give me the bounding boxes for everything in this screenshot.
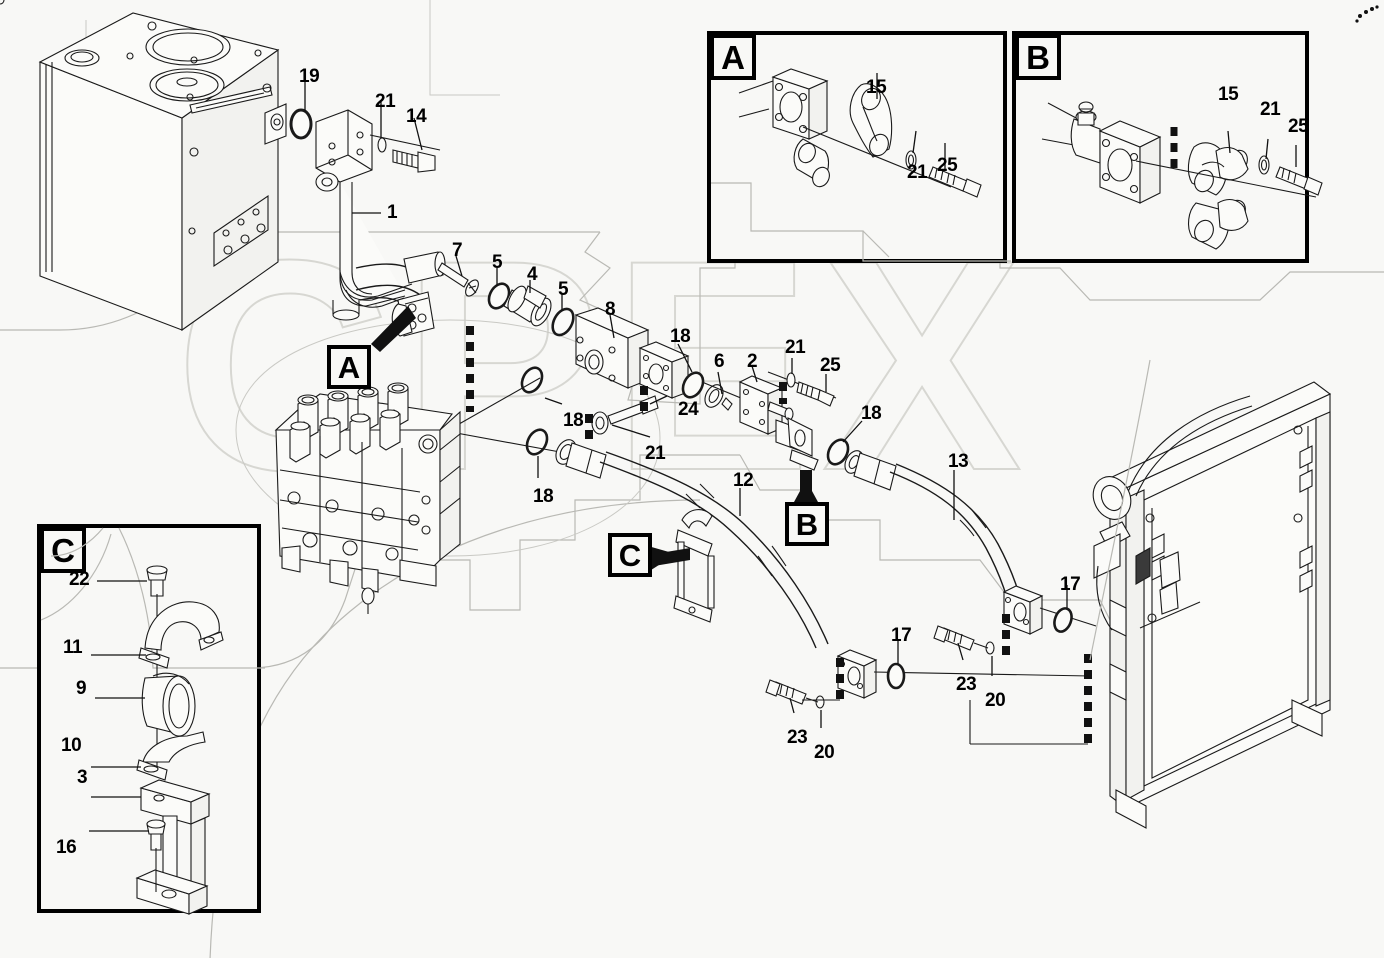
callout-9-in-c: 9 [76, 678, 87, 699]
hose-end-flange-upper [1002, 585, 1097, 635]
callout-21-in-a: 21 [907, 162, 928, 183]
part-4-sleeve [503, 280, 552, 327]
part-1-suction-tube [315, 109, 413, 321]
part-5-oring-a [487, 268, 511, 310]
detail-box-a-label: A [710, 34, 756, 80]
reference-tag-a: A [327, 345, 371, 389]
callout-23-a: 23 [956, 674, 977, 695]
part-19-oring [289, 77, 313, 140]
part-6-stud [701, 371, 771, 411]
callout-15-in-b: 15 [1218, 84, 1239, 105]
ref-B-leader [794, 470, 818, 502]
detail-box-b-label: B [1015, 34, 1061, 80]
part-23-20-lower [765, 679, 825, 728]
part-21-25-main [767, 358, 837, 407]
callout-25-in-a: 25 [937, 155, 958, 176]
callout-7: 7 [452, 240, 463, 261]
alignment-dash-bars [466, 326, 1092, 745]
callout-14: 14 [406, 106, 427, 127]
part-8-flange [574, 307, 650, 389]
callout-5-a: 5 [492, 252, 503, 273]
callout-18-c: 18 [563, 410, 584, 431]
callout-21-tank: 21 [375, 91, 396, 112]
part-18-oring-b [826, 420, 863, 466]
clamp-assembly-C-inline [673, 509, 715, 623]
hydraulic-tank [38, 12, 287, 332]
part-7-stud [437, 255, 479, 297]
callout-21-in-b: 21 [1260, 99, 1281, 120]
detail-box-c-label: C [40, 527, 86, 573]
callout-17-a: 17 [1060, 574, 1081, 595]
callout-21-c: 21 [645, 443, 666, 464]
callout-18-b: 18 [861, 403, 882, 424]
ref-C-leader [648, 546, 690, 572]
callout-3-in-c: 3 [77, 767, 88, 788]
callout-11-in-c: 11 [63, 637, 83, 658]
part-18-oring-a [677, 343, 705, 399]
reference-tag-b-label: B [795, 506, 819, 542]
part-12-hose-lower [555, 439, 829, 649]
part-21-washer-14-bolt [369, 100, 441, 173]
reference-tag-c: C [608, 533, 652, 577]
callout-6: 6 [714, 351, 725, 372]
callout-8: 8 [605, 299, 616, 320]
callout-17-b: 17 [891, 625, 912, 646]
ref-A-leader [371, 306, 416, 352]
callout-18-a: 18 [670, 326, 691, 347]
part-23-20-upper [933, 625, 995, 676]
callout-13: 13 [948, 451, 969, 472]
callout-20-b: 20 [814, 742, 835, 763]
callout-25-in-b: 25 [1288, 116, 1309, 137]
detail-box-c: C [37, 524, 265, 915]
callout-21-b: 21 [785, 337, 806, 358]
callout-23-b: 23 [787, 727, 808, 748]
reference-tag-b: B [785, 502, 829, 546]
callout-19: 19 [299, 66, 320, 87]
callout-20-a: 20 [985, 690, 1006, 711]
callout-12: 12 [733, 470, 754, 491]
part-5-oring-b [551, 294, 575, 337]
callout-4: 4 [527, 264, 538, 285]
callout-2: 2 [747, 351, 758, 372]
oil-cooler-radiator [0, 0, 1332, 829]
callout-22-in-c: 22 [69, 569, 90, 590]
detail-box-b: B [1012, 31, 1323, 263]
reference-tag-c-label: C [618, 537, 642, 573]
detail-box-a: A [707, 31, 1011, 263]
callout-16-in-c: 16 [56, 837, 77, 858]
reference-tag-a-label: A [337, 349, 361, 385]
callout-10-in-c: 10 [61, 735, 82, 756]
callout-25: 25 [820, 355, 841, 376]
callout-24: 24 [678, 399, 699, 420]
part-2-adapter-block [738, 365, 819, 471]
callout-5-b: 5 [558, 279, 569, 300]
control-valve-block [274, 382, 461, 614]
callout-1: 1 [387, 202, 398, 223]
callout-15-in-a: 15 [866, 77, 887, 98]
callout-18-d: 18 [533, 486, 554, 507]
